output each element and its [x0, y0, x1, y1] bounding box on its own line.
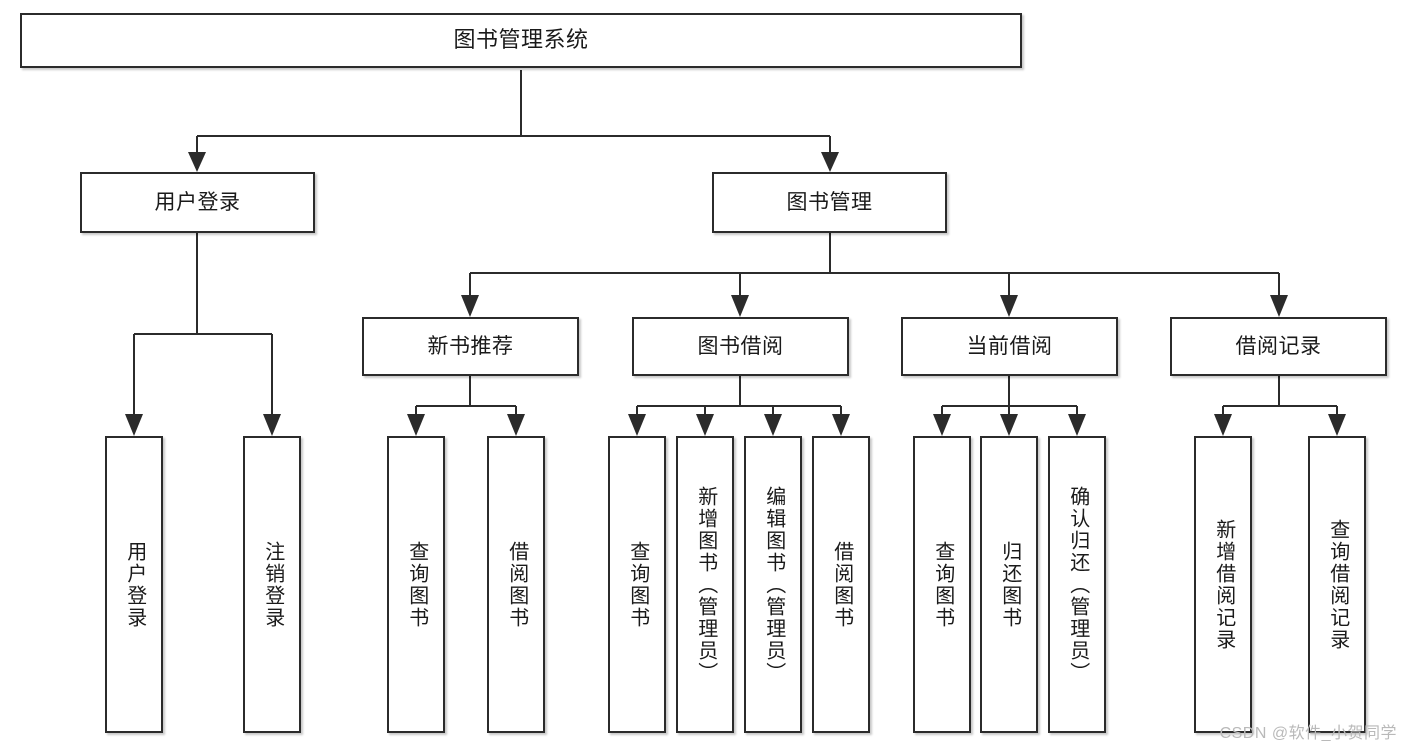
node-leaf-borrow-book[interactable]: 借阅图书 [812, 436, 870, 733]
node-leaf-user-login-label: 用户登录 [123, 540, 146, 629]
node-borrow-record-label: 借阅记录 [1235, 334, 1322, 358]
node-current-borrow-label: 当前借阅 [966, 334, 1053, 358]
node-root[interactable]: 图书管理系统 [20, 13, 1022, 68]
node-book-borrow[interactable]: 图书借阅 [632, 317, 849, 376]
node-book-manage-label: 图书管理 [786, 190, 873, 214]
node-book-borrow-label: 图书借阅 [697, 334, 784, 358]
node-root-label: 图书管理系统 [453, 27, 589, 53]
node-new-book-rec[interactable]: 新书推荐 [362, 317, 579, 376]
node-leaf-return-book-label: 归还图书 [998, 540, 1021, 629]
watermark-text: CSDN @软件_小贺同学 [1219, 725, 1397, 742]
node-leaf-query-borrow-record-label: 查询借阅记录 [1326, 518, 1349, 651]
node-leaf-return-book[interactable]: 归还图书 [980, 436, 1038, 733]
node-leaf-query-borrow-record[interactable]: 查询借阅记录 [1308, 436, 1366, 733]
node-leaf-edit-book-admin-label: 编辑图书（管理员） [762, 485, 785, 684]
node-leaf-query-book-current-label: 查询图书 [931, 540, 954, 629]
node-leaf-logout[interactable]: 注销登录 [243, 436, 301, 733]
node-leaf-edit-book-admin[interactable]: 编辑图书（管理员） [744, 436, 802, 733]
node-leaf-add-book-admin[interactable]: 新增图书（管理员） [676, 436, 734, 733]
node-leaf-query-book-borrow-label: 查询图书 [626, 540, 649, 629]
node-leaf-borrow-book-rec[interactable]: 借阅图书 [487, 436, 545, 733]
node-leaf-query-book-current[interactable]: 查询图书 [913, 436, 971, 733]
node-user-login-label: 用户登录 [154, 190, 241, 214]
node-leaf-borrow-book-rec-label: 借阅图书 [505, 540, 528, 629]
node-user-login[interactable]: 用户登录 [80, 172, 315, 233]
node-leaf-borrow-book-label: 借阅图书 [830, 540, 853, 629]
node-current-borrow[interactable]: 当前借阅 [901, 317, 1118, 376]
node-borrow-record[interactable]: 借阅记录 [1170, 317, 1387, 376]
node-leaf-add-borrow-record-label: 新增借阅记录 [1212, 518, 1235, 651]
node-leaf-query-book-borrow[interactable]: 查询图书 [608, 436, 666, 733]
node-leaf-add-book-admin-label: 新增图书（管理员） [694, 485, 717, 684]
node-leaf-logout-label: 注销登录 [261, 540, 284, 629]
node-leaf-confirm-return-admin-label: 确认归还（管理员） [1066, 485, 1089, 684]
node-new-book-rec-label: 新书推荐 [427, 334, 514, 358]
node-book-manage[interactable]: 图书管理 [712, 172, 947, 233]
node-leaf-query-book-rec-label: 查询图书 [405, 540, 428, 629]
node-leaf-add-borrow-record[interactable]: 新增借阅记录 [1194, 436, 1252, 733]
node-leaf-confirm-return-admin[interactable]: 确认归还（管理员） [1048, 436, 1106, 733]
node-leaf-query-book-rec[interactable]: 查询图书 [387, 436, 445, 733]
node-leaf-user-login[interactable]: 用户登录 [105, 436, 163, 733]
